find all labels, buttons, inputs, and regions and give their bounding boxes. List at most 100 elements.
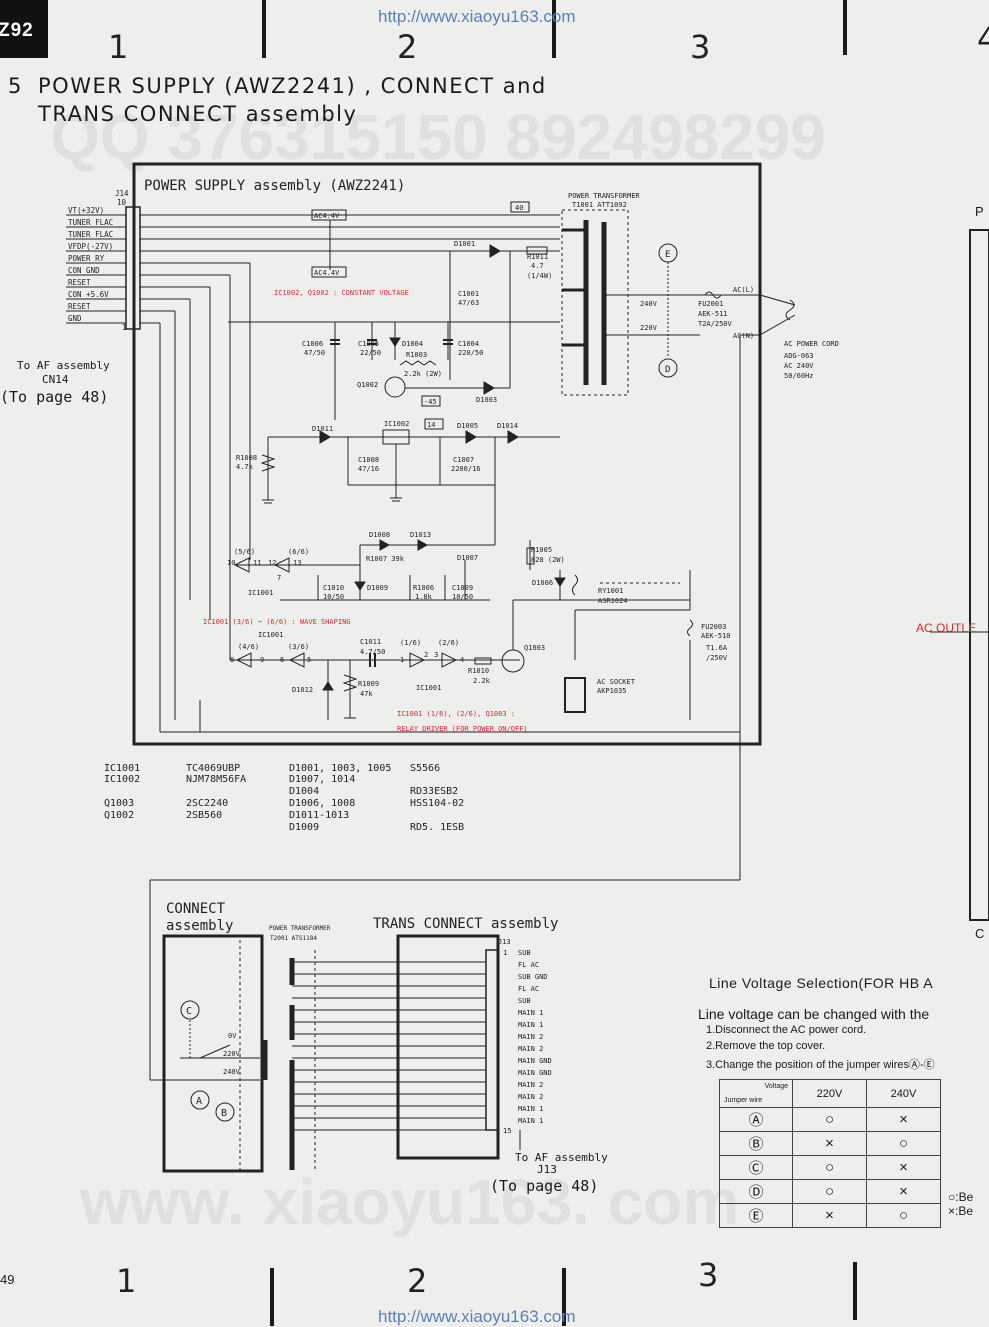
footer-divider — [270, 1268, 274, 1326]
svg-text:E: E — [665, 250, 670, 260]
j13-wires — [292, 961, 486, 1131]
svg-text:SUB GND: SUB GND — [518, 973, 548, 981]
svg-text:IC1001: IC1001 — [104, 763, 140, 774]
svg-text:240V: 240V — [640, 300, 658, 308]
legend-cross: ×:Be — [948, 1204, 974, 1218]
svg-text:C1011: C1011 — [360, 638, 381, 646]
svg-text:D1001: D1001 — [454, 240, 475, 248]
svg-text:10/50: 10/50 — [452, 593, 473, 601]
table-header-220v: 220V — [792, 1079, 867, 1108]
connect-title-2: assembly — [166, 918, 233, 934]
jumper-b-circle — [215, 1102, 235, 1122]
svg-text:MAIN 2: MAIN 2 — [518, 1093, 543, 1101]
step-1: 1.Disconnect the AC power cord. — [706, 1024, 867, 1036]
svg-text:D1006: D1006 — [532, 579, 553, 587]
svg-text:AEK-510: AEK-510 — [701, 632, 731, 640]
svg-text:D1001, 1003, 1005: D1001, 1003, 1005 — [289, 763, 391, 774]
step-3: 3.Change the position of the jumper wire… — [706, 1059, 935, 1071]
svg-text:4: 4 — [460, 656, 464, 664]
footer-divider — [562, 1268, 566, 1326]
svg-text:MAIN GND: MAIN GND — [518, 1069, 552, 1077]
svg-text:2.2k (2W): 2.2k (2W) — [404, 370, 442, 378]
svg-text:2SC2240: 2SC2240 — [186, 798, 228, 809]
svg-text:R1010: R1010 — [468, 667, 489, 675]
svg-text:AC4.4V: AC4.4V — [314, 269, 340, 277]
svg-text:15: 15 — [503, 1127, 511, 1135]
svg-text:TC4069UBP: TC4069UBP — [186, 763, 240, 774]
table-row: Ⓓ○× — [719, 1179, 941, 1204]
jumper-d-circle — [658, 358, 678, 378]
svg-text:POWER TRANSFORMER: POWER TRANSFORMER — [269, 925, 331, 932]
connector-j13 — [485, 949, 499, 1131]
svg-text:ASR1024: ASR1024 — [598, 597, 628, 605]
svg-text:TUNER FLAC: TUNER FLAC — [68, 230, 113, 239]
watermark-url-bottom[interactable]: http://www.xiaoyu163.com — [378, 1307, 576, 1326]
svg-text:Q1003: Q1003 — [524, 644, 545, 652]
transformer-t1001 — [561, 209, 629, 396]
svg-text:2: 2 — [424, 651, 428, 659]
box-minus45 — [421, 395, 441, 407]
svg-text:T2A/250V: T2A/250V — [698, 320, 733, 328]
fuse-fu2001 — [704, 291, 722, 299]
box-ac44-bottom — [311, 266, 347, 278]
watermark-url-top[interactable]: http://www.xiaoyu163.com — [378, 7, 576, 26]
svg-text:10: 10 — [227, 559, 235, 567]
ac-socket — [564, 677, 586, 713]
svg-text:IC1001: IC1001 — [248, 589, 273, 597]
svg-text:0V: 0V — [228, 1032, 237, 1040]
svg-text:240V: 240V — [223, 1068, 241, 1076]
svg-text:47k: 47k — [360, 690, 373, 698]
panel-fragment-p: P — [975, 204, 984, 219]
svg-text:13: 13 — [293, 559, 301, 567]
connector-j14 — [125, 206, 141, 330]
inverter-5of6 — [233, 557, 250, 573]
svg-text:7: 7 — [277, 574, 281, 582]
fuse-fu2003 — [687, 619, 693, 637]
svg-text:D1013: D1013 — [410, 531, 431, 539]
svg-text:NJM78M56FA: NJM78M56FA — [186, 774, 246, 785]
svg-text:R1006: R1006 — [413, 584, 434, 592]
trans-connect-title: TRANS CONNECT assembly — [373, 916, 558, 932]
svg-text:MAIN 1: MAIN 1 — [518, 1105, 543, 1113]
svg-text:MAIN GND: MAIN GND — [518, 1057, 552, 1065]
svg-text:5: 5 — [307, 656, 311, 664]
svg-text:A: A — [196, 1096, 202, 1107]
inverter-6of6 — [273, 557, 290, 573]
footer-column-2: 2 — [407, 1262, 428, 1300]
svg-text:RESET: RESET — [68, 278, 91, 287]
svg-text:4.7/50: 4.7/50 — [360, 648, 385, 656]
svg-text:D1004: D1004 — [402, 340, 423, 348]
svg-text:VT(+32V): VT(+32V) — [68, 206, 104, 215]
page-title-line2: TRANS CONNECT assembly — [38, 102, 358, 126]
svg-text:(1/6): (1/6) — [400, 639, 421, 647]
wave-shaping-note: IC1001 (3/6) ~ (6/6) : WAVE SHAPING — [203, 618, 351, 626]
svg-text:AC POWER CORD: AC POWER CORD — [784, 340, 839, 348]
svg-text:R1005: R1005 — [531, 546, 552, 554]
svg-text:FL AC: FL AC — [518, 985, 539, 993]
svg-text:47/63: 47/63 — [458, 299, 479, 307]
svg-text:C1001: C1001 — [458, 290, 479, 298]
page-number: 49 — [0, 1272, 15, 1287]
to-page-link-2[interactable]: (To page 48) — [490, 1177, 599, 1195]
svg-text:50/60Hz: 50/60Hz — [784, 372, 814, 380]
svg-text:RY1001: RY1001 — [598, 587, 623, 595]
svg-text:IC1001: IC1001 — [258, 631, 283, 639]
connect-title: CONNECT — [166, 901, 226, 917]
to-page-link[interactable]: (To page 48) — [0, 388, 109, 406]
svg-text:-45: -45 — [424, 398, 437, 406]
line-voltage-title: Line Voltage Selection(FOR HB A — [709, 975, 934, 991]
inverter-3of6 — [288, 652, 305, 668]
footer-divider — [853, 1262, 857, 1320]
svg-text:CON +5.6V: CON +5.6V — [68, 290, 109, 299]
svg-text:D1004: D1004 — [289, 786, 319, 797]
svg-text:D1009: D1009 — [289, 822, 319, 833]
transistor-q1002 — [384, 376, 406, 398]
svg-text:820 (2W): 820 (2W) — [531, 556, 565, 564]
power-supply-title: POWER SUPPLY assembly (AWZ2241) — [144, 178, 405, 194]
column-divider — [843, 0, 847, 55]
table-row: Ⓐ○× — [719, 1107, 941, 1132]
svg-text:(4/6): (4/6) — [238, 643, 259, 651]
diode-d1001 — [489, 244, 501, 258]
to-af-label-2: To AF assembly — [515, 1151, 608, 1164]
line-voltage-intro: Line voltage can be changed with the — [698, 1006, 930, 1022]
